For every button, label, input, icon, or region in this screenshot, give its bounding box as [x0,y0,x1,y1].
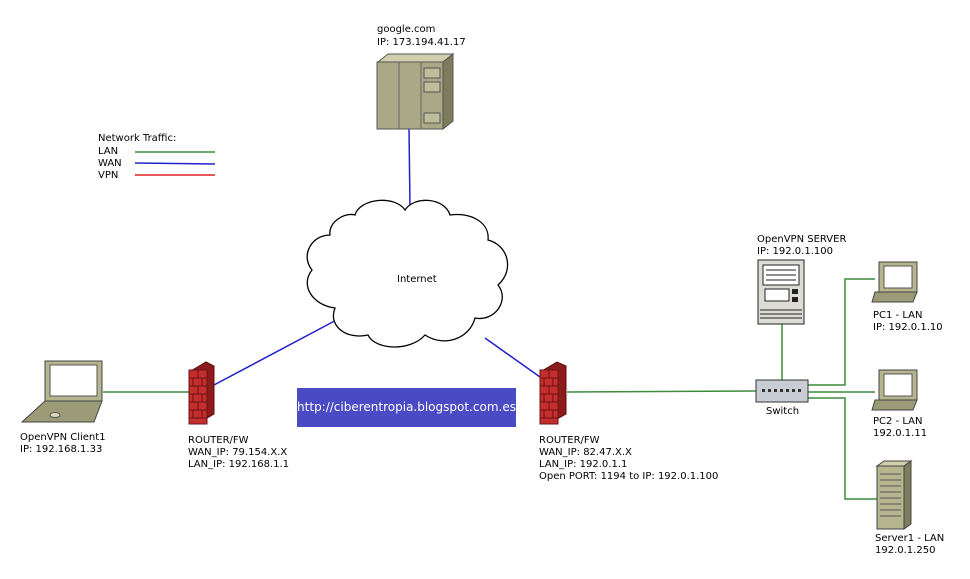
lan-link-switch-pc1 [808,278,875,386]
router-left-lan-ip: LAN_IP: 192.168.1.1 [188,459,290,470]
internet-label: Internet [397,274,437,285]
lan-link-router-right-switch [566,390,757,393]
cloud-icon [306,199,509,348]
router-right-lan-ip: LAN_IP: 192.0.1.1 [539,459,628,470]
pc1-ip: IP: 192.0.1.10 [873,322,943,333]
firewall-icon [188,361,215,425]
desktop-pc-icon [871,369,918,411]
blog-url-banner: http://ciberentropia.blogspot.com.es [297,388,516,427]
server-rack-icon [376,52,455,131]
desktop-pc-icon [871,261,918,303]
legend-vpn-label: VPN [98,170,119,181]
laptop-icon [20,360,103,423]
router-right-title: ROUTER/FW [539,435,600,446]
wan-link-google-internet [408,128,411,209]
legend-lan-label: LAN [98,146,119,157]
google-name: google.com [377,24,436,35]
router-right-wan-ip: WAN_IP: 82.47.X.X [539,447,632,458]
legend-wan-line [134,162,216,165]
connections [103,128,877,500]
vpn-server-ip: IP: 192.0.1.100 [757,246,833,257]
vpn-server-name: OpenVPN SERVER [757,234,847,245]
switch-label: Switch [766,406,800,417]
firewall-icon [539,361,567,425]
server-tower-icon [875,460,913,530]
router-right-open-port: Open PORT: 1194 to IP: 192.0.1.100 [539,471,719,482]
pc1-name: PC1 - LAN [873,310,923,321]
server-tower-icon [757,259,805,325]
google-ip: IP: 173.194.41.17 [377,37,466,48]
server1-name: Server1 - LAN [875,533,945,544]
pc2-name: PC2 - LAN [873,416,923,427]
router-left-wan-ip: WAN_IP: 79.154.X.X [188,447,288,458]
legend-title: Network Traffic: [98,133,177,144]
client-name: OpenVPN Client1 [20,432,106,443]
pc2-ip: 192.0.1.11 [873,428,928,439]
wan-link-internet-router-right [484,337,541,378]
legend-wan-label: WAN [98,158,122,169]
lan-link-switch-server1 [808,397,877,500]
router-left-title: ROUTER/FW [188,435,249,446]
wan-link-router-left-internet [213,315,345,386]
server1-ip: 192.0.1.250 [875,545,936,556]
switch-icon [755,379,809,403]
client-ip: IP: 192.168.1.33 [20,444,103,455]
